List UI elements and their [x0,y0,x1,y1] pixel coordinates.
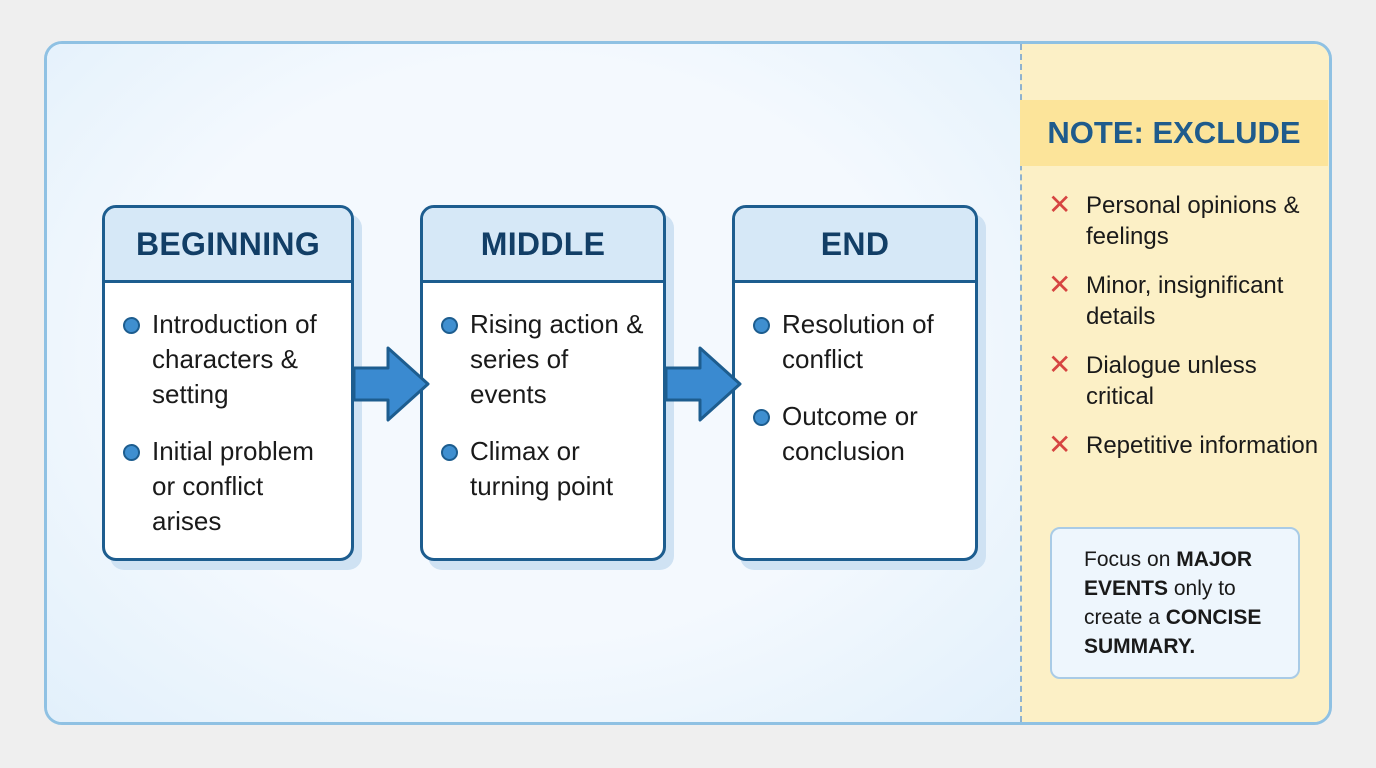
stage-beginning: BEGINNING Introduction of characters & s… [102,205,354,561]
bullet-dot-icon [753,409,770,426]
stage-middle: MIDDLE Rising action & series of events … [420,205,666,561]
stage-bullet: Outcome or conclusion [753,399,961,469]
bullet-dot-icon [441,317,458,334]
x-mark-icon: ✕ [1048,429,1072,460]
bullet-dot-icon [123,444,140,461]
exclude-item: ✕ Minor, insignificant details [1048,270,1320,332]
focus-emphasis: MAJOR EVENTS [1084,548,1253,600]
focus-text: Focus on [1084,548,1177,571]
right-arrow-icon [664,346,742,422]
stage-bullet: Introduction of characters & setting [123,307,337,412]
bullet-text: Outcome or conclusion [782,401,918,466]
bullet-text: Initial problem or conflict arises [152,436,314,536]
stage-bullet: Rising action & series of events [441,307,649,412]
stage-title: BEGINNING [105,208,351,283]
stage-bullet: Climax or turning point [441,434,649,504]
exclude-item-text: Repetitive information [1086,432,1319,459]
focus-emphasis: CONCISE SUMMARY. [1084,606,1262,658]
bullet-text: Resolution of conflict [782,309,934,374]
focus-tip: Focus on MAJOR EVENTS only to create a C… [1050,527,1300,679]
exclude-list: ✕ Personal opinions & feelings ✕ Minor, … [1048,190,1320,479]
bullet-dot-icon [753,317,770,334]
exclude-item: ✕ Personal opinions & feelings [1048,190,1320,252]
bullet-dot-icon [441,444,458,461]
bullet-text: Rising action & series of events [470,309,644,409]
x-mark-icon: ✕ [1048,189,1072,220]
exclude-item-text: Personal opinions & feelings [1086,192,1300,250]
stage-title: MIDDLE [423,208,663,283]
exclude-item-text: Dialogue unless critical [1086,352,1257,410]
x-mark-icon: ✕ [1048,269,1072,300]
focus-text: only to create a [1084,577,1236,629]
stage-end: END Resolution of conflict Outcome or co… [732,205,978,561]
stage-bullet: Initial problem or conflict arises [123,434,337,539]
bullet-text: Climax or turning point [470,436,614,501]
stage-bullet: Resolution of conflict [753,307,961,377]
right-arrow-icon [352,346,430,422]
exclude-item: ✕ Repetitive information [1048,430,1320,461]
exclude-item-text: Minor, insignificant details [1086,272,1284,330]
bullet-text: Introduction of characters & setting [152,309,317,409]
exclude-item: ✕ Dialogue unless critical [1048,350,1320,412]
note-title: NOTE: EXCLUDE [1020,100,1328,166]
bullet-dot-icon [123,317,140,334]
x-mark-icon: ✕ [1048,349,1072,380]
stage-title: END [735,208,975,283]
